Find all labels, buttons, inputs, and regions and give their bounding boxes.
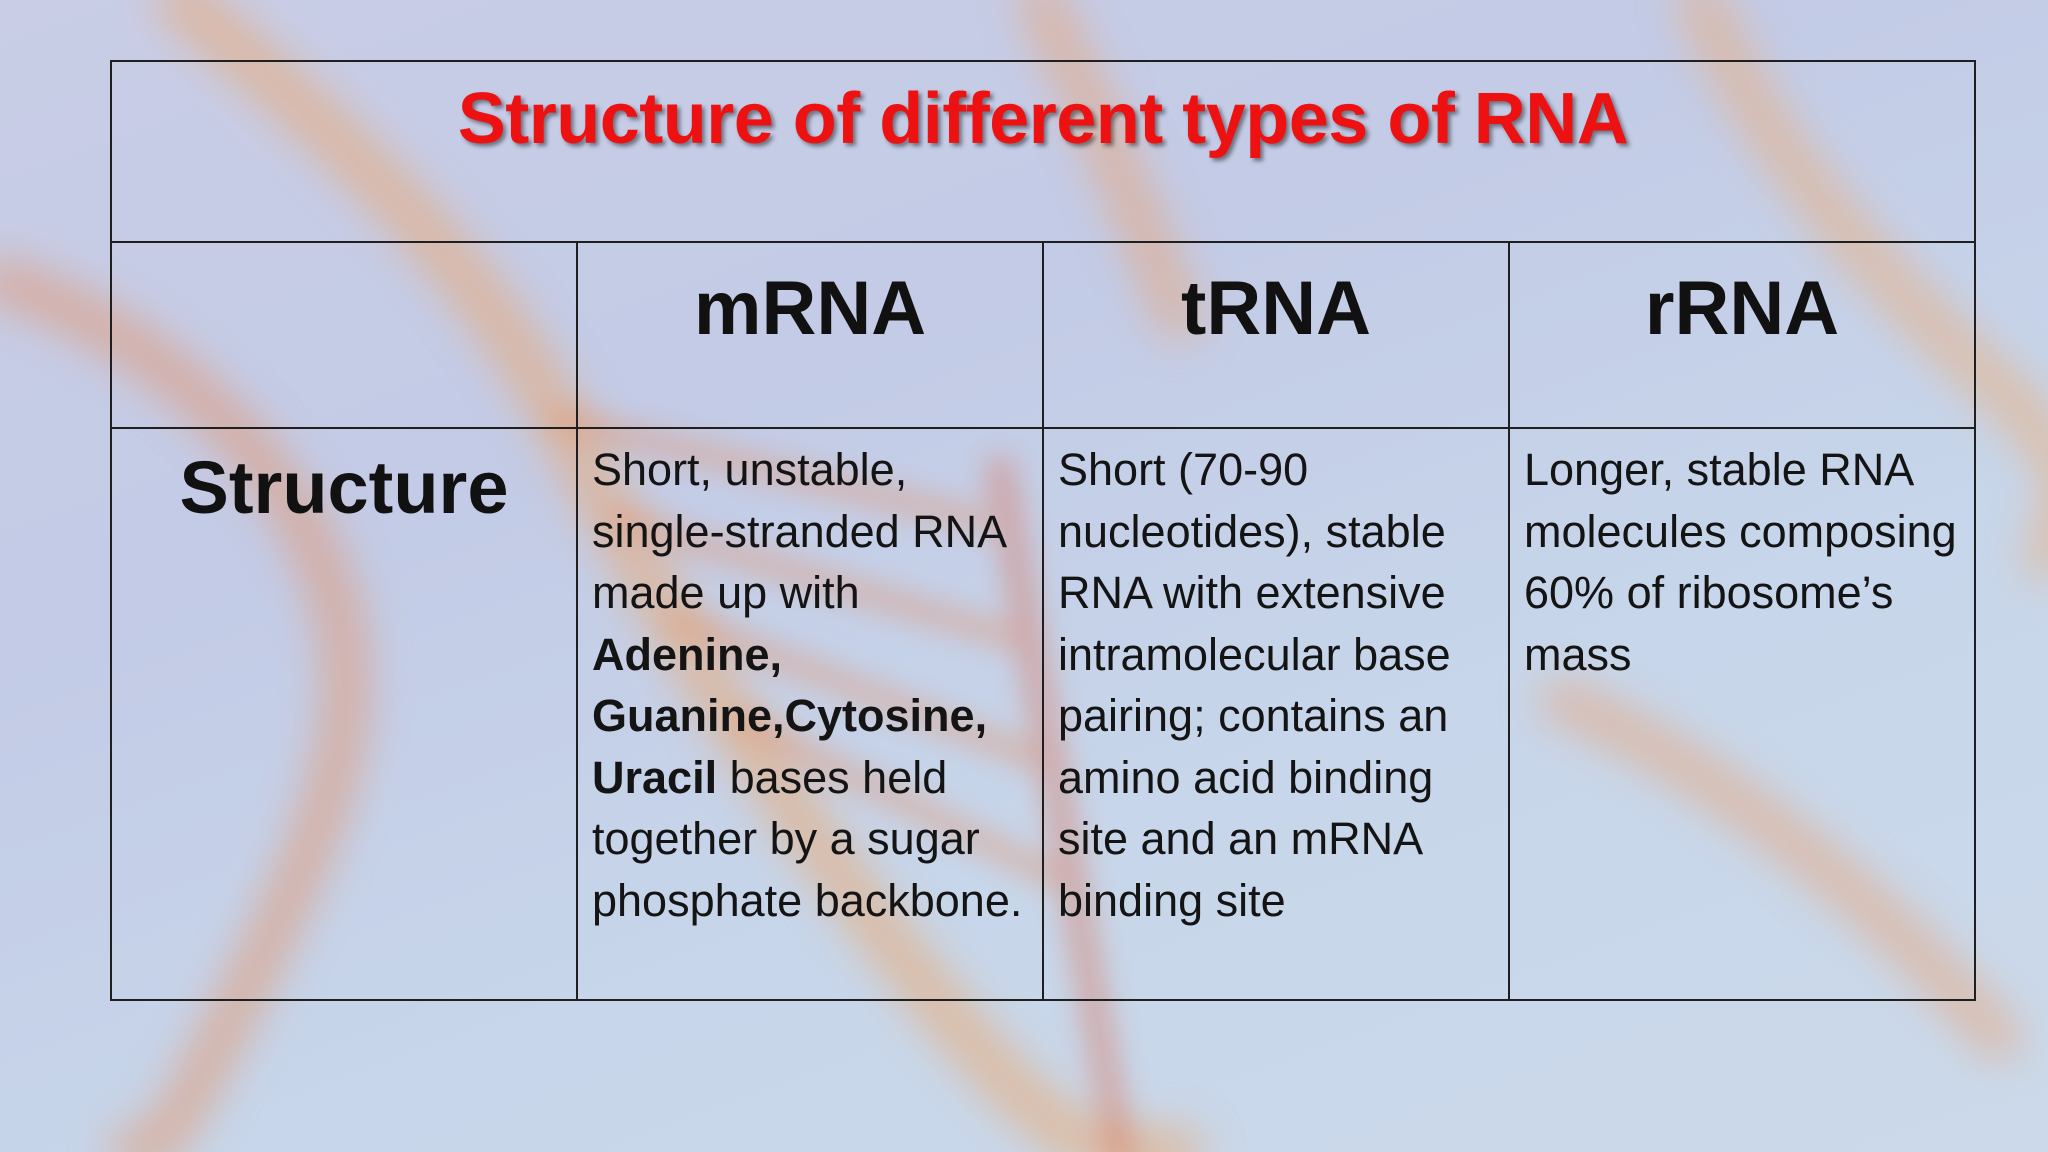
empty-corner-cell xyxy=(110,241,578,429)
trna-structure-cell: Short (70-90 nucleotides), stable RNA wi… xyxy=(1042,427,1510,1001)
title-cell: Structure of different types of RNA xyxy=(109,60,1977,243)
column-header-label: rRNA xyxy=(1644,266,1840,351)
mrna-structure-text: Short, unstable, single-stranded RNA mad… xyxy=(592,439,1028,931)
column-header-label: tRNA xyxy=(1181,266,1371,351)
rrna-structure-text: Longer, stable RNA molecules composing 6… xyxy=(1524,444,1957,680)
trna-structure-text: Short (70-90 nucleotides), stable RNA wi… xyxy=(1058,444,1451,926)
column-header-trna: tRNA xyxy=(1042,241,1510,429)
column-header-row: mRNA tRNA rRNA xyxy=(110,241,1977,429)
structure-row: Structure Short, unstable, single-strand… xyxy=(110,427,1977,1001)
slide-title: Structure of different types of RNA xyxy=(457,79,1629,159)
mrna-bases-bold: Adenine, Guanine,Cytosine, Uracil xyxy=(592,628,988,803)
rrna-structure-cell: Longer, stable RNA molecules composing 6… xyxy=(1507,427,1977,1001)
mrna-text-part2: bases held together by a sugar phosphate… xyxy=(592,751,1023,926)
column-header-mrna: mRNA xyxy=(576,241,1044,429)
title-row: Structure of different types of RNA xyxy=(109,60,1977,243)
mrna-structure-cell: Short, unstable, single-stranded RNA mad… xyxy=(576,427,1044,1001)
mrna-text-part1: Short, unstable, single-stranded RNA mad… xyxy=(592,444,1005,618)
column-header-label: mRNA xyxy=(693,266,927,351)
row-header-structure: Structure xyxy=(179,446,509,529)
row-header-cell: Structure xyxy=(110,427,578,1001)
rna-comparison-table: Structure of different types of RNA mRNA… xyxy=(109,60,1977,1001)
column-header-rrna: rRNA xyxy=(1507,241,1977,429)
